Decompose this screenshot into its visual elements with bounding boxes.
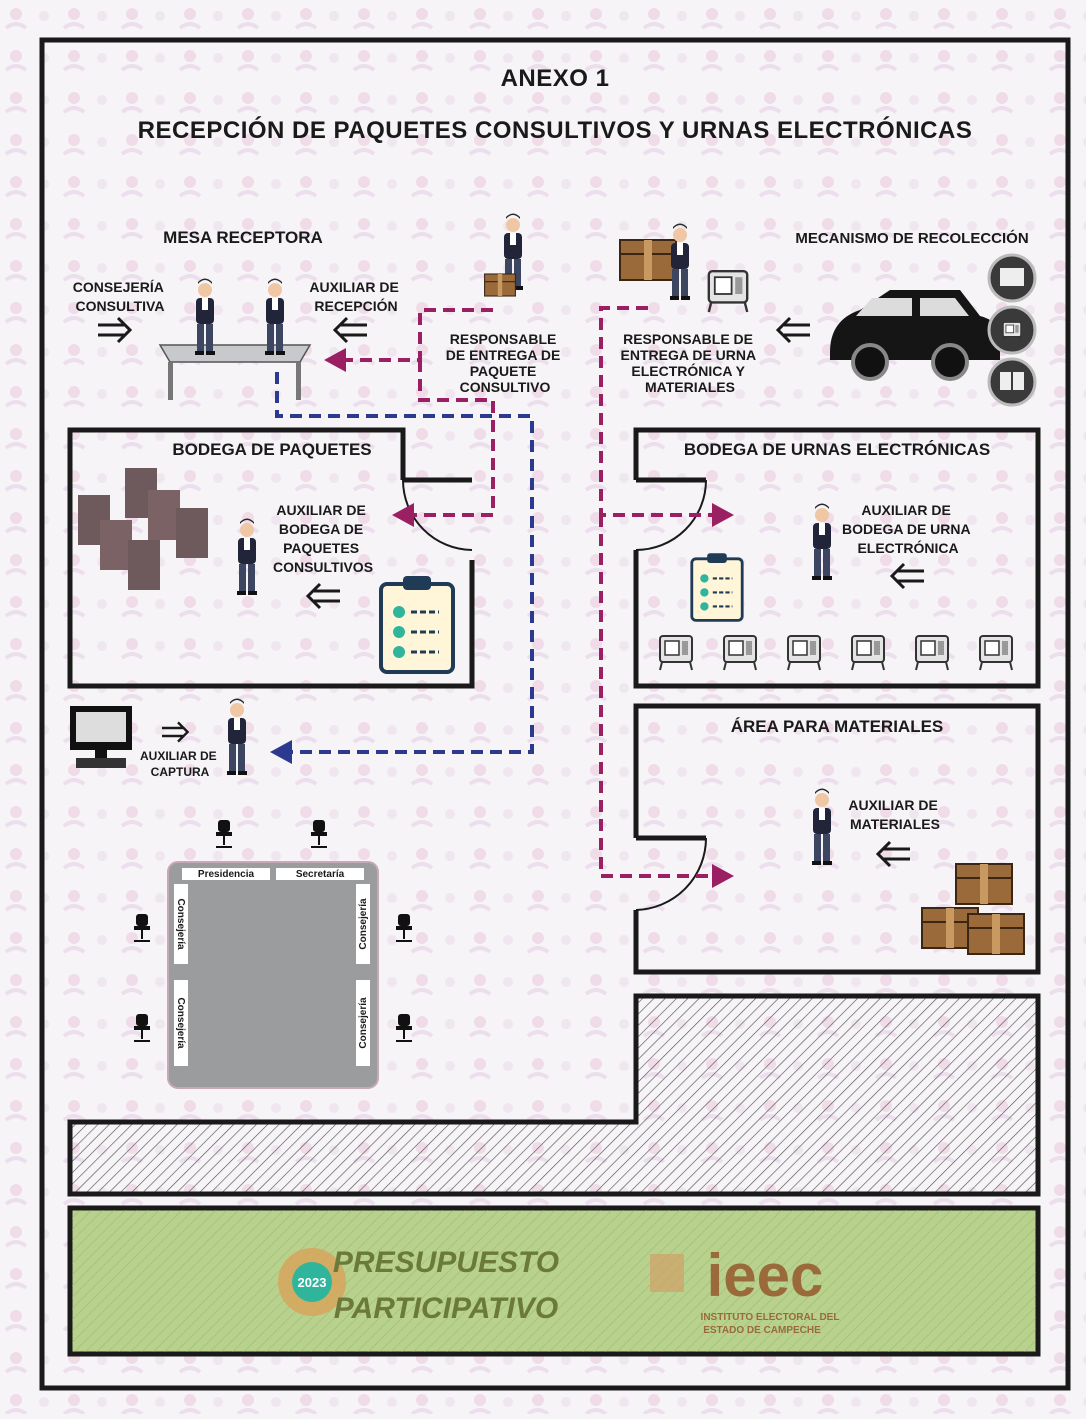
mesa-receptora-heading: MESA RECEPTORA (163, 228, 323, 247)
secretaria-label: Secretaría (296, 869, 345, 880)
flow-urna-to-materiales (599, 515, 734, 888)
flow-paquete-to-mesa (324, 308, 493, 372)
presupuesto-participativo-logo: 2023 PRESUPUESTO PARTICIPATIVO (278, 1246, 559, 1325)
left-arrow-icon (889, 562, 924, 590)
right-arrow-icon (98, 316, 133, 344)
consejeria-seat-label: Consejería (175, 997, 186, 1049)
computer-icon (70, 706, 132, 768)
svg-text:PARTICIPATIVO: PARTICIPATIVO (334, 1292, 558, 1325)
svg-text:ieec: ieec (707, 1242, 824, 1309)
materials-circle-icon (987, 357, 1037, 407)
ieec-logo: ieec INSTITUTO ELECTORAL DEL ESTADO DE C… (650, 1242, 839, 1336)
auxiliar-bodega-paquetes-label: AUXILIAR DE BODEGA DE PAQUETES CONSULTIV… (273, 502, 373, 575)
left-arrow-icon (775, 316, 810, 344)
outer-frame (39, 37, 1071, 1391)
consejeria-seat-label: Consejería (358, 997, 369, 1049)
package-stacks-icon (78, 468, 208, 590)
page-title: RECEPCIÓN DE PAQUETES CONSULTIVOS Y URNA… (138, 116, 973, 144)
svg-text:INSTITUTO ELECTORAL DEL: INSTITUTO ELECTORAL DEL (701, 1312, 840, 1323)
left-arrow-icon (332, 316, 367, 344)
svg-text:ESTADO DE CAMPECHE: ESTADO DE CAMPECHE (703, 1325, 821, 1336)
auxiliar-bodega-urnas-label: AUXILIAR DE BODEGA DE URNA ELECTRÓNICA (842, 502, 974, 556)
checklist-icon (379, 574, 455, 674)
boxes-stack-icon (619, 239, 677, 281)
flow-paquete-to-bodega (392, 360, 495, 527)
checklist-icon (690, 551, 744, 622)
auxiliar-recepcion-label: AUXILIAR DE RECEPCIÓN (309, 279, 402, 314)
area-materiales-title: ÁREA PARA MATERIALES (731, 717, 944, 736)
left-arrow-icon (305, 582, 340, 610)
package-icon (484, 273, 516, 297)
car-icon (830, 290, 1000, 381)
auxiliar-materiales-label: AUXILIAR DE MATERIALES (848, 797, 941, 832)
responsable-urna-label: RESPONSABLE DE ENTREGA DE URNA ELECTRÓNI… (621, 331, 760, 395)
flow-urna-to-bodega (599, 306, 734, 527)
bodega-paquetes-title: BODEGA DE PAQUETES (172, 440, 371, 459)
urna-circle-icon (987, 305, 1037, 355)
consejeria-seat-label: Consejería (175, 898, 186, 950)
bodega-paquetes-room (67, 427, 475, 689)
right-arrow-icon (162, 721, 190, 743)
mecanismo-recoleccion-label: MECANISMO DE RECOLECCIÓN (795, 229, 1028, 247)
presidencia-label: Presidencia (198, 869, 255, 880)
bodega-urnas-title: BODEGA DE URNAS ELECTRÓNICAS (684, 440, 990, 459)
bodega-urnas-room (633, 427, 1041, 689)
meeting-table (167, 861, 379, 1089)
consejeria-seat-label: Consejería (358, 898, 369, 950)
flow-mesa-to-captura (270, 372, 534, 764)
package-circle-icon (987, 253, 1037, 303)
area-materiales-room (633, 703, 1041, 975)
left-arrow-icon (875, 840, 910, 868)
annex-label: ANEXO 1 (501, 65, 610, 92)
svg-text:PRESUPUESTO: PRESUPUESTO (333, 1246, 559, 1279)
responsable-paquete-label: RESPONSABLE DE ENTREGA DE PAQUETE CONSUL… (446, 331, 565, 395)
consejeria-consultiva-label: CONSEJERÍA CONSULTIVA (73, 279, 167, 314)
auxiliar-captura-label: AUXILIAR DE CAPTURA (140, 749, 220, 779)
svg-text:2023: 2023 (298, 1275, 327, 1290)
restricted-area (67, 993, 1041, 1197)
